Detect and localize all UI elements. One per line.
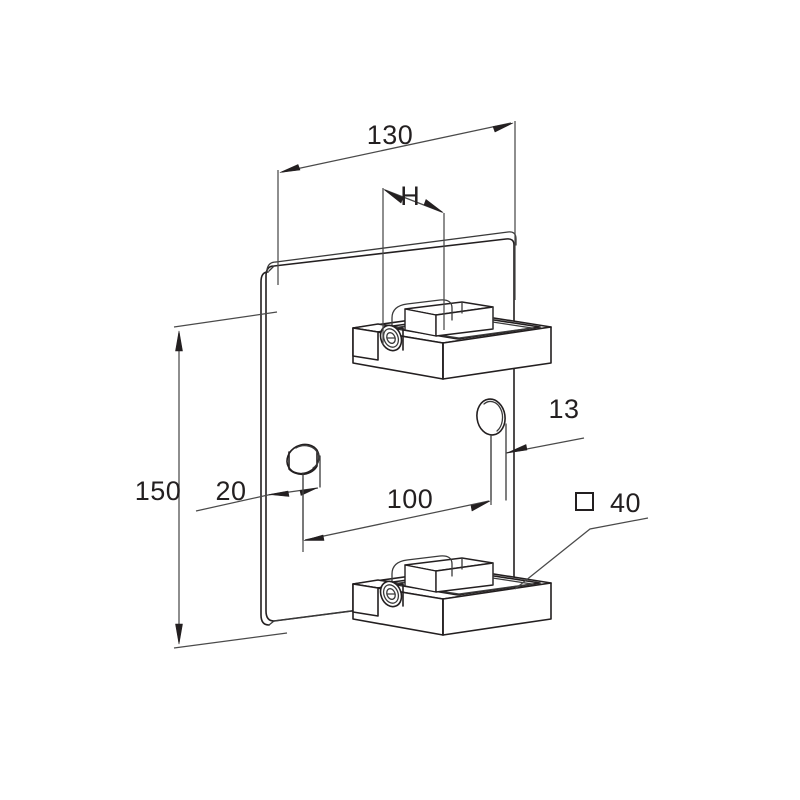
- dimH-arrow-right: [423, 199, 444, 213]
- square-profile-dimension: 40: [514, 488, 649, 590]
- dim13-arrow: [506, 444, 528, 454]
- lower-screw-ring-outer: [382, 584, 400, 604]
- left-pin-inner-arc: [295, 444, 320, 469]
- dim20-arrow-left: [268, 490, 290, 497]
- lower-bracket-channel: [391, 555, 453, 585]
- dim130-line: [281, 122, 512, 173]
- dim150-arrow-bottom: [175, 623, 183, 645]
- dim13-label: 13: [548, 394, 579, 424]
- dim100-arrow-left: [303, 534, 325, 541]
- lower-tube-bracket: [352, 555, 552, 636]
- dim100-label: 100: [387, 484, 434, 514]
- upper-bracket-left-block-front: [352, 327, 379, 361]
- upper-tube-bracket: [352, 299, 552, 380]
- left-pin-offset-dimension: 20: [195, 476, 319, 512]
- back-plate-thickness-link-top: [268, 265, 275, 272]
- square-symbol: [575, 492, 594, 511]
- dim150-arrow-top: [175, 330, 183, 352]
- upper-screw-ring-inner: [386, 332, 396, 344]
- pin-diameter-dimension: 13: [505, 394, 585, 454]
- back-plate-left-thickness: [260, 271, 270, 626]
- upper-bracket-channel: [391, 299, 453, 329]
- dim150-ext-bottom: [173, 632, 288, 649]
- dim150-label: 150: [135, 476, 182, 506]
- plate-height-dimension: 150: [135, 311, 288, 649]
- dim20-arrow-right: [299, 487, 318, 496]
- dim130-label: 130: [367, 120, 414, 150]
- dim20-label: 20: [215, 476, 246, 506]
- right-pin-top-face: [476, 398, 506, 436]
- dim20-leader: [195, 494, 269, 512]
- dim40-leader: [514, 517, 649, 590]
- dim130-arrow-right: [492, 122, 514, 133]
- dimH-arrow-left: [383, 189, 404, 204]
- right-pin-inner-arc: [483, 400, 504, 432]
- dim130-arrow-left: [279, 164, 301, 173]
- back-plate-top-thickness: [266, 261, 277, 273]
- dim100-arrow-right: [470, 500, 491, 512]
- pin-spacing-dimension: 100: [302, 440, 492, 552]
- left-pin-body: [288, 449, 318, 476]
- dim100-line: [304, 500, 490, 541]
- dim150-ext-top: [173, 311, 278, 328]
- upper-grub-screw: [379, 324, 403, 352]
- dim40-label: 40: [610, 488, 641, 518]
- dimH-label: H: [400, 181, 420, 211]
- lower-bracket-left-block-front: [352, 583, 379, 617]
- variable-height-dimension: H: [382, 181, 445, 345]
- lower-screw-ring-inner: [386, 588, 396, 600]
- lower-grub-screw: [379, 580, 403, 608]
- back-plate-thickness-link-bottom: [268, 620, 275, 626]
- upper-screw-ring-outer: [382, 328, 400, 348]
- plate-width-dimension: 130: [277, 120, 516, 300]
- back-plate-top-edge-far: [275, 231, 517, 263]
